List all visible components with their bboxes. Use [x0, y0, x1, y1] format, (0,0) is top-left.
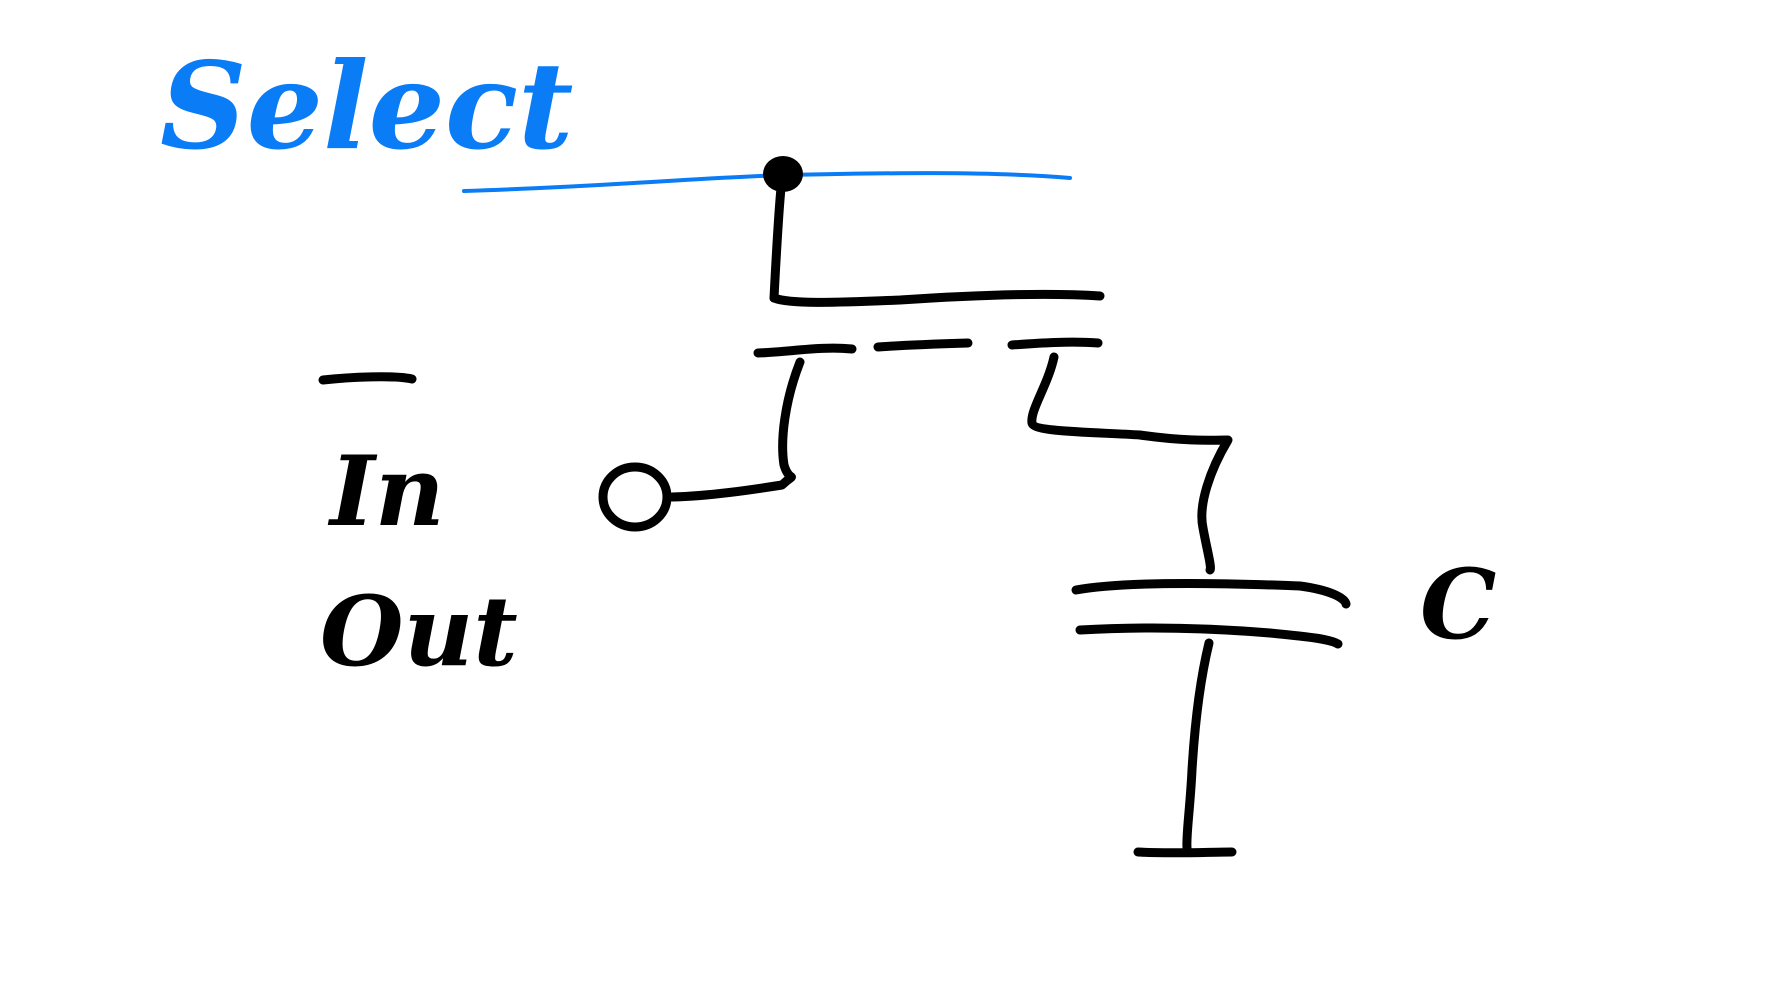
- transistor-channel-right: [1007, 337, 1103, 350]
- ground-lead: [1182, 638, 1214, 853]
- in-label: In: [327, 435, 445, 548]
- gate-lead: [769, 183, 1105, 307]
- capacitor-bottom-plate: [1075, 623, 1343, 649]
- select-label: Select: [160, 36, 573, 177]
- transistor-channel-left: [753, 343, 857, 358]
- transistor-channel-mid: [873, 338, 973, 352]
- source-lead: [667, 357, 805, 502]
- capacitor-top-plate: [1071, 578, 1351, 609]
- io-terminal-circle: [598, 462, 672, 532]
- drain-lead: [1027, 352, 1233, 575]
- select-junction-dot: [763, 156, 803, 192]
- capacitor-label: C: [1420, 548, 1496, 661]
- out-label: Out: [320, 575, 518, 688]
- ground-bar: [1133, 847, 1237, 858]
- io-overline: [318, 372, 417, 385]
